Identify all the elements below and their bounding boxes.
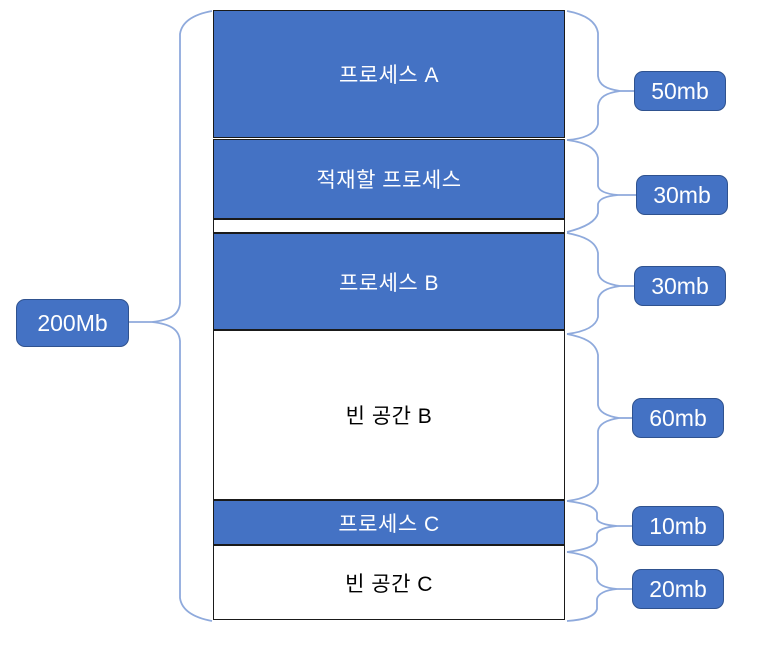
- callout-label: 20mb: [649, 575, 707, 602]
- callout-label: 10mb: [649, 512, 707, 539]
- callout-total-label: 200Mb: [37, 309, 108, 336]
- memory-block-process-a[interactable]: 프로세스 A: [213, 10, 565, 138]
- memory-block-label: 적재할 프로세스: [316, 169, 462, 192]
- memory-block-process-to-load[interactable]: 적재할 프로세스: [213, 139, 565, 219]
- brace-60mb: [566, 333, 620, 502]
- callout-label: 50mb: [651, 77, 709, 104]
- callout-label: 30mb: [653, 181, 711, 208]
- callout-50mb[interactable]: 50mb: [634, 71, 726, 111]
- brace-50mb: [566, 10, 621, 141]
- callout-20mb[interactable]: 20mb: [632, 569, 724, 609]
- brace-total-left: [151, 10, 213, 622]
- memory-block-label: 프로세스 C: [338, 512, 440, 536]
- memory-block-label: 프로세스 A: [338, 64, 440, 87]
- memory-block-free-c[interactable]: 빈 공간 C: [213, 545, 565, 620]
- memory-block-label: 빈 공간 B: [345, 405, 433, 428]
- memory-column: 프로세스 A 적재할 프로세스 프로세스 B 빈 공간 B 프로세스 C 빈 공…: [213, 10, 565, 620]
- memory-block-free-b[interactable]: 빈 공간 B: [213, 330, 565, 500]
- brace-30mb-b: [566, 232, 621, 335]
- memory-block-label: 프로세스 B: [338, 271, 440, 295]
- callout-10mb[interactable]: 10mb: [632, 506, 724, 546]
- callout-total-200mb[interactable]: 200Mb: [16, 299, 129, 347]
- brace-30mb-load: [566, 139, 619, 233]
- memory-block-gap: [213, 219, 565, 233]
- brace-10mb: [566, 500, 618, 553]
- callout-label: 30mb: [651, 272, 709, 299]
- memory-block-label: 빈 공간 C: [345, 572, 433, 596]
- callout-60mb[interactable]: 60mb: [632, 398, 724, 438]
- brace-20mb: [566, 551, 618, 622]
- callout-30mb-load[interactable]: 30mb: [636, 175, 728, 215]
- memory-block-process-b[interactable]: 프로세스 B: [213, 233, 565, 330]
- callout-label: 60mb: [649, 404, 707, 431]
- memory-block-process-c[interactable]: 프로세스 C: [213, 500, 565, 545]
- callout-30mb-process-b[interactable]: 30mb: [634, 266, 726, 306]
